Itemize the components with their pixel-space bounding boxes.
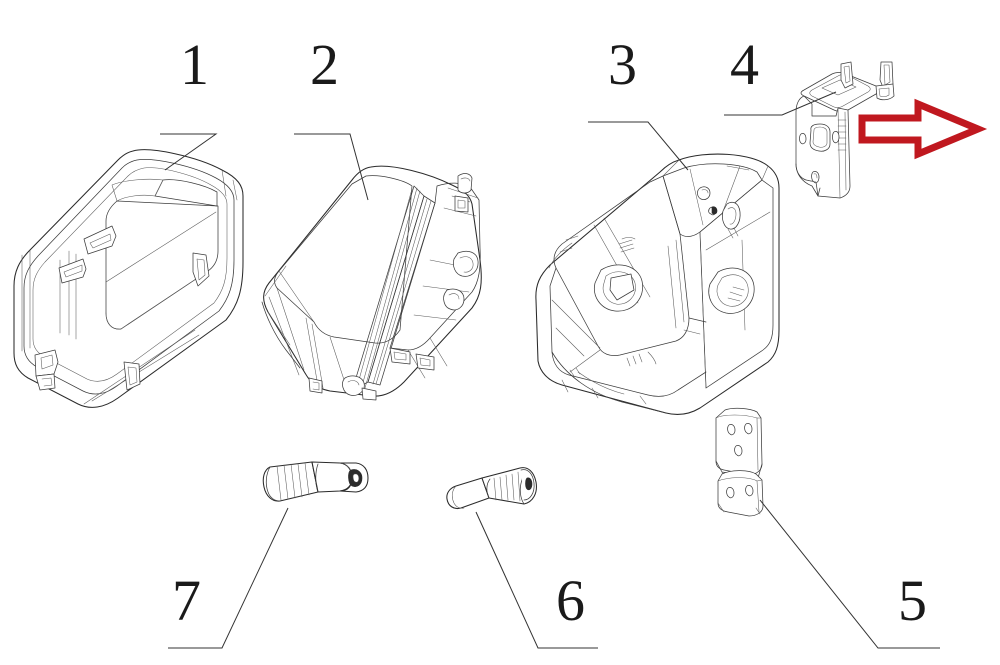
- callout-number-7: 7: [172, 568, 201, 633]
- callout-number-5: 5: [898, 568, 927, 633]
- part-4-mounting-bracket: [795, 61, 895, 199]
- callout-number-4: 4: [730, 32, 759, 97]
- leader-line-1: [160, 133, 218, 171]
- leader-line-7: [168, 507, 289, 649]
- leader-lines: [160, 91, 940, 649]
- part-7-bulb-socket: [262, 461, 369, 502]
- leader-line-6: [475, 511, 598, 649]
- part-1-lamp-lens-cover: [13, 149, 244, 408]
- callout-number-3: 3: [608, 32, 637, 97]
- callout-number-6: 6: [556, 568, 585, 633]
- callout-number-2: 2: [310, 32, 339, 97]
- part-6-bulb: [446, 467, 537, 509]
- part-3-lamp-housing: [535, 153, 780, 415]
- part-2-lamp-body-assembly: [261, 165, 482, 401]
- highlight-arrow: [858, 98, 988, 160]
- leader-line-5: [759, 499, 940, 649]
- leader-line-4: [724, 91, 837, 116]
- leader-line-3: [588, 121, 689, 171]
- leader-line-2: [294, 133, 369, 201]
- part-5-l-bracket: [715, 407, 764, 517]
- callout-number-1: 1: [180, 32, 209, 97]
